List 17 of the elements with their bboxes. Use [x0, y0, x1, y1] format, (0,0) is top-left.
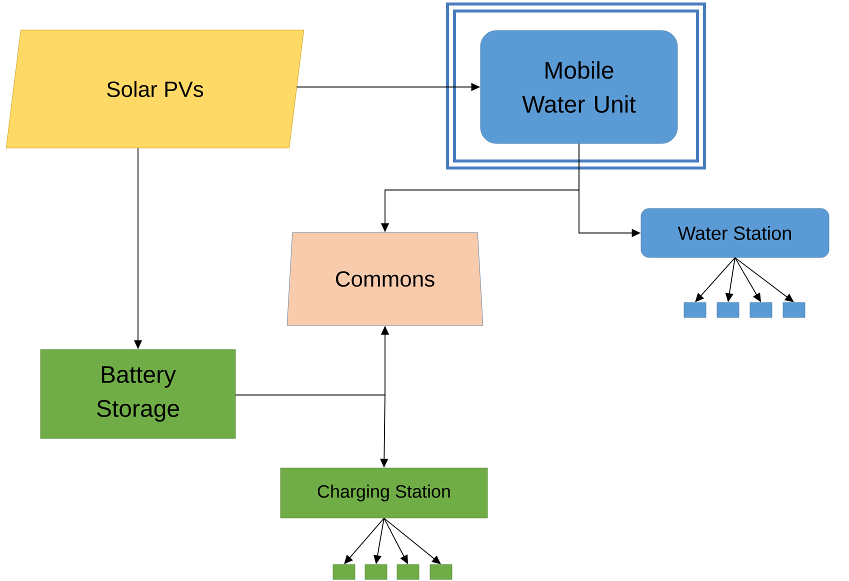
outlet-box [782, 302, 806, 318]
outlet-box [364, 564, 388, 580]
process-box: Battery Storage [40, 349, 236, 439]
outlet-box [750, 302, 772, 318]
station-box: Charging Station [280, 468, 488, 518]
outlet-box [430, 564, 452, 580]
frame-box [446, 2, 706, 170]
station-box: Water Station [640, 208, 830, 258]
trapezoid-box: Commons [286, 232, 484, 326]
outlet-box [332, 564, 356, 580]
outlet-box [396, 564, 420, 580]
process-box: Mobile Water Unit [480, 30, 678, 144]
arrow [734, 257, 794, 302]
arrow [384, 518, 441, 564]
outlet-box [716, 302, 740, 318]
outlet-box [684, 302, 706, 318]
input-parallelogram: Solar PVs [6, 30, 304, 148]
